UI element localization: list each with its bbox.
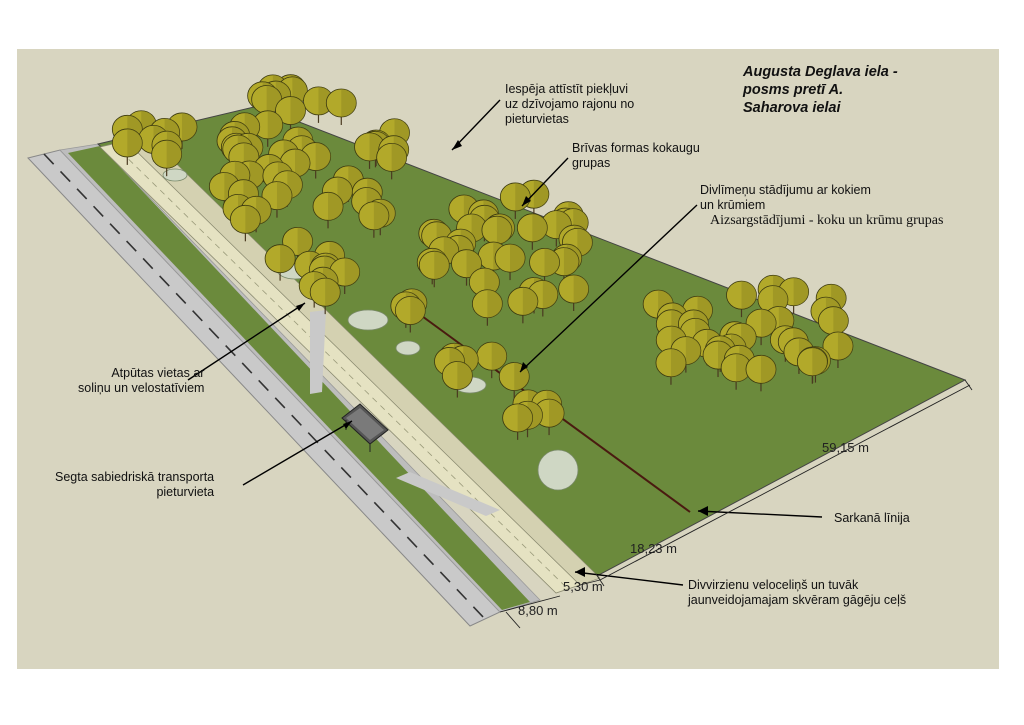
annotation-access-line-3: pieturvietas [505, 112, 569, 126]
annotation-protective: Aizsargstādījumi - koku un krūmu grupas [710, 213, 944, 228]
tree [329, 257, 361, 295]
leader-lines [187, 99, 823, 586]
annotation-red-line: Sarkanā līnija [834, 511, 910, 525]
tree [726, 280, 757, 318]
annotation-access: Iespēja attīstīt piekļuvi uz dzīvojamo r… [505, 82, 634, 127]
annotation-two-tier: Divlīmeņu stādījumu ar kokiem un krūmiem [700, 183, 871, 213]
tree [796, 347, 828, 384]
tree [822, 331, 854, 368]
grass-strip-left [68, 146, 530, 610]
tree [499, 182, 531, 219]
tree [325, 88, 357, 125]
tree [720, 353, 752, 390]
tree-groups [111, 74, 854, 440]
tree [111, 128, 143, 165]
tree [745, 354, 777, 392]
dimension-lines [499, 379, 973, 629]
connector-path-1 [310, 310, 326, 394]
annotation-free-form: Brīvas formas kokaugu grupas [572, 141, 700, 171]
tree [358, 201, 390, 238]
dimension-length: 59,15 m [822, 440, 869, 455]
tree [229, 204, 261, 242]
tree [502, 403, 534, 440]
leader-arrowheads [296, 140, 708, 577]
drawing-title: Augusta Deglava iela - posms pretī A. Sa… [743, 63, 898, 117]
cycle-path-centerline [112, 143, 569, 590]
tree [394, 296, 426, 333]
title-line-3: Saharova ielai [743, 100, 841, 116]
tree [476, 341, 508, 379]
title-line-1: Augusta Deglava iela - [743, 64, 898, 80]
annotation-rest-line-1: Atpūtas vietas ar [111, 366, 205, 380]
tree [655, 348, 687, 385]
tree [817, 306, 849, 343]
annotation-cycle: Divvirzienu veloceliņš un tuvāk jaunveid… [688, 578, 906, 608]
tree [471, 289, 503, 326]
annotation-stop-line-1: Segta sabiedriskā transporta [55, 470, 215, 484]
tree [507, 286, 539, 324]
annotation-access-line-1: Iespēja attīstīt piekļuvi [505, 82, 628, 96]
tree [516, 213, 548, 250]
dimension-width-road: 8,80 m [518, 603, 558, 618]
annotation-cycle-line-1: Divvirzienu veloceliņš un tuvāk [688, 578, 859, 592]
annotation-rest: Atpūtas vietas ar soliņu un velostatīvie… [78, 366, 204, 396]
tree [312, 191, 344, 229]
dimension-width-green: 18,23 m [630, 541, 677, 556]
annotation-two-tier-line-2: un krūmiem [700, 198, 766, 212]
tree [468, 267, 500, 305]
connector-path-2 [396, 472, 500, 516]
annotation-rest-line-2: soliņu un velostatīviem [78, 381, 205, 395]
tree [151, 139, 183, 177]
tree [418, 250, 450, 288]
annotation-free-form-line-1: Brīvas formas kokaugu [572, 141, 700, 155]
tree [558, 274, 590, 312]
tree [494, 243, 526, 281]
tree [529, 247, 560, 285]
tree [376, 142, 408, 180]
title-line-2: posms pretī A. [743, 82, 844, 98]
annotation-stop: Segta sabiedriskā transporta pieturvieta [55, 470, 214, 500]
road-center-line [43, 153, 486, 620]
tree [441, 361, 473, 398]
tree [275, 96, 306, 133]
tree [481, 215, 513, 253]
annotation-free-form-line-2: grupas [572, 156, 611, 170]
tree [261, 181, 293, 218]
annotation-stop-line-2: pieturvieta [156, 485, 215, 499]
tree [264, 244, 296, 281]
annotation-access-line-2: uz dzīvojamo rajonu no [505, 97, 635, 111]
annotation-cycle-line-2: jaunveidojamajam skvēram gāgēju ceļš [688, 593, 907, 607]
tree [309, 277, 341, 315]
dimension-width-path: 5,30 m [563, 579, 603, 594]
annotation-two-tier-line-1: Divlīmeņu stādījumu ar kokiem [700, 183, 871, 197]
